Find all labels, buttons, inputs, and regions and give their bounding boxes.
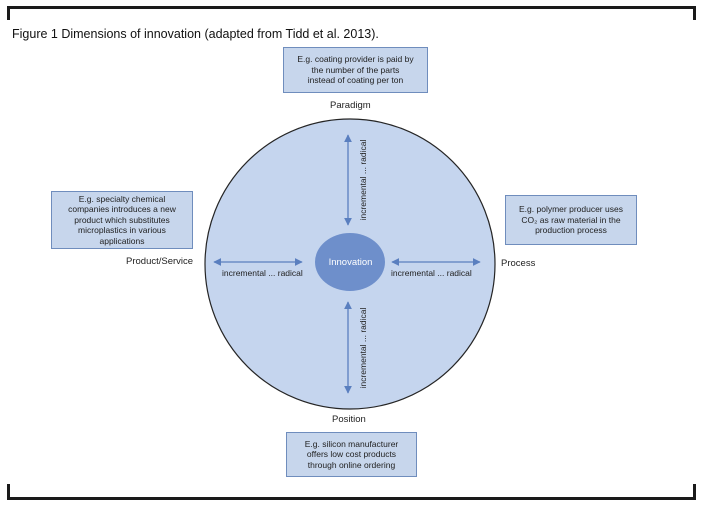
axis-text-right: incremental ... radical (391, 268, 472, 278)
figure-title: Figure 1 Dimensions of innovation (adapt… (12, 27, 379, 41)
example-line: production process (535, 225, 607, 236)
example-box-paradigm: E.g. coating provider is paid by the num… (283, 47, 428, 93)
frame-top-right-tick (693, 6, 696, 20)
example-line: the number of the parts (311, 64, 400, 75)
frame-top-line (7, 6, 696, 9)
axis-text-top: incremental ... radical (358, 139, 368, 221)
frame-bottom-right-tick (693, 484, 696, 500)
frame-bottom-left-tick (7, 484, 10, 500)
example-line: offers low cost products (306, 449, 397, 460)
innovation-label: Innovation (328, 256, 373, 268)
label-position: Position (332, 414, 366, 425)
innovation-node (315, 233, 385, 291)
label-product-service: Product/Service (126, 256, 194, 267)
example-line: through online ordering (307, 459, 396, 470)
frame-bottom-line (7, 497, 696, 500)
axis-text-left: incremental ... radical (222, 268, 303, 278)
example-line: microplastics in various (78, 225, 166, 236)
example-line: E.g. specialty chemical (78, 193, 166, 204)
example-line: CO₂ as raw material in the (521, 214, 621, 225)
example-line: product which substitutes (74, 214, 170, 225)
label-paradigm: Paradigm (330, 100, 371, 111)
label-process: Process (501, 258, 536, 269)
example-line: E.g. silicon manufacturer (304, 438, 399, 449)
example-line: applications (99, 235, 145, 246)
example-line: companies introduces a new (68, 204, 176, 215)
example-line: E.g. coating provider is paid by (297, 54, 414, 65)
example-box-position: E.g. silicon manufacturer offers low cos… (286, 432, 417, 477)
axis-text-bottom: incremental ... radical (358, 307, 368, 389)
example-line: E.g. polymer producer uses (519, 204, 623, 215)
frame-top-left-tick (7, 6, 10, 20)
example-box-process: E.g. polymer producer uses CO₂ as raw ma… (505, 195, 637, 245)
example-line: instead of coating per ton (307, 75, 404, 86)
example-box-product: E.g. specialty chemical companies introd… (51, 191, 193, 249)
